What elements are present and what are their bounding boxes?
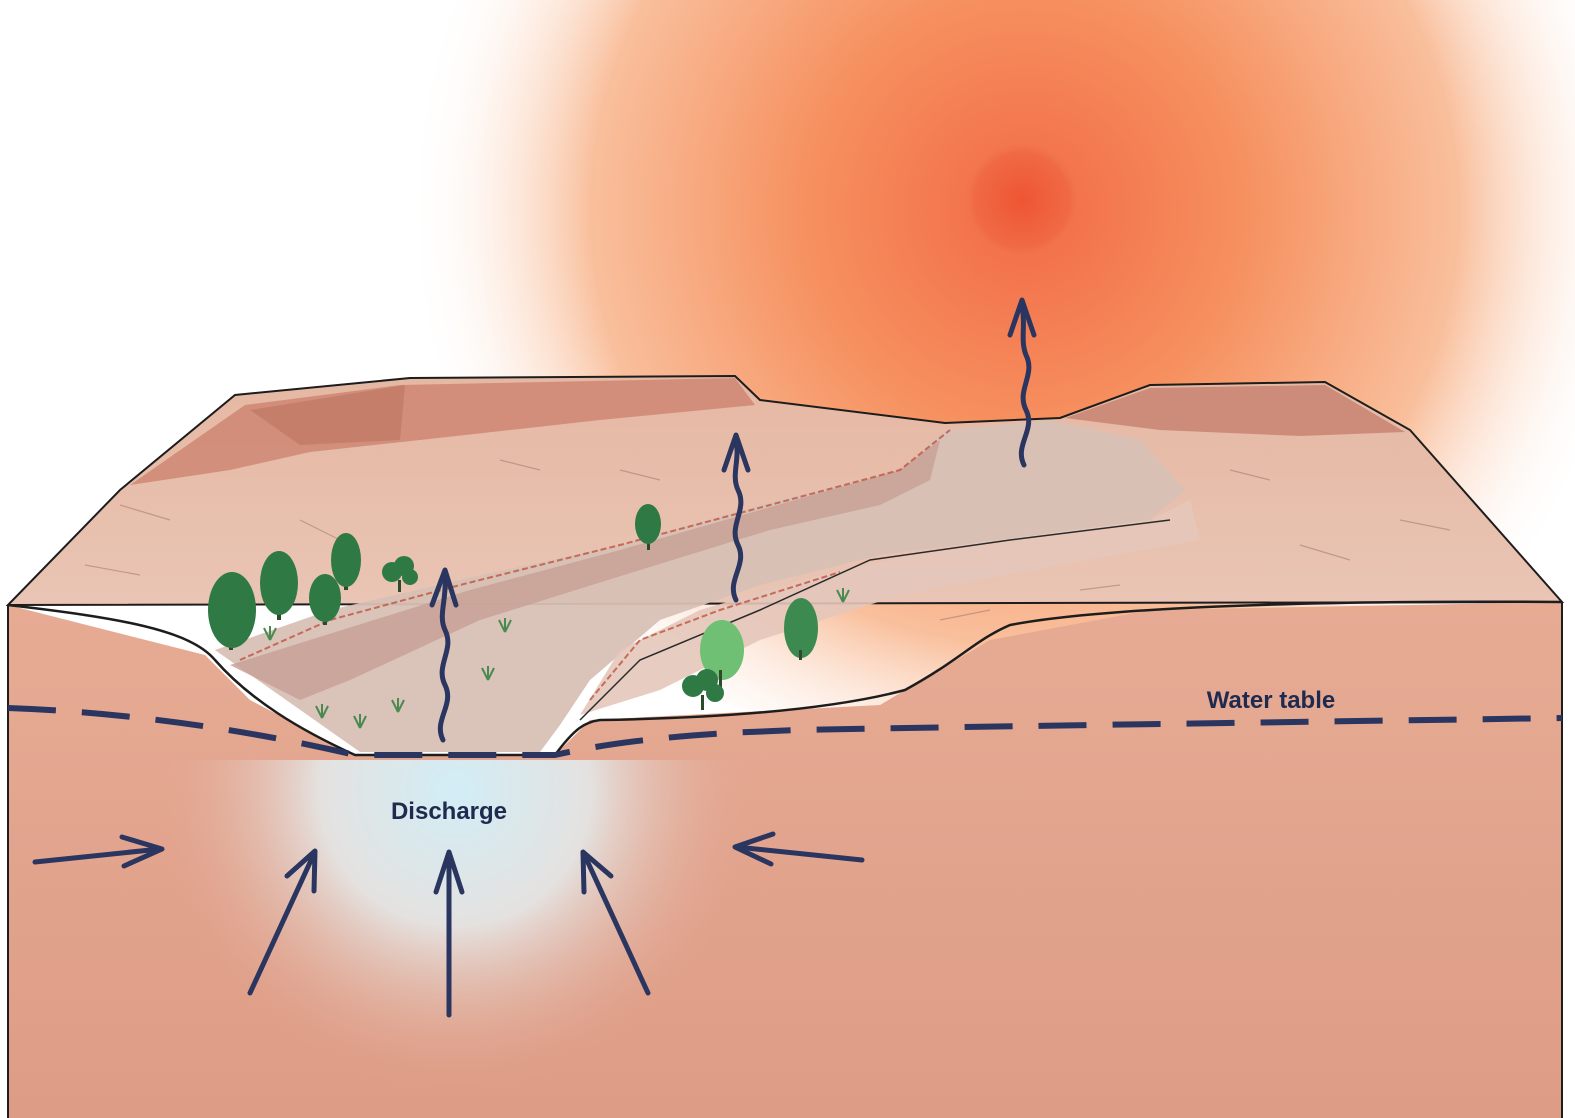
sun-icon bbox=[960, 138, 1084, 262]
water-table-label: Water table bbox=[1207, 687, 1335, 714]
discharge-label: Discharge bbox=[391, 798, 507, 825]
